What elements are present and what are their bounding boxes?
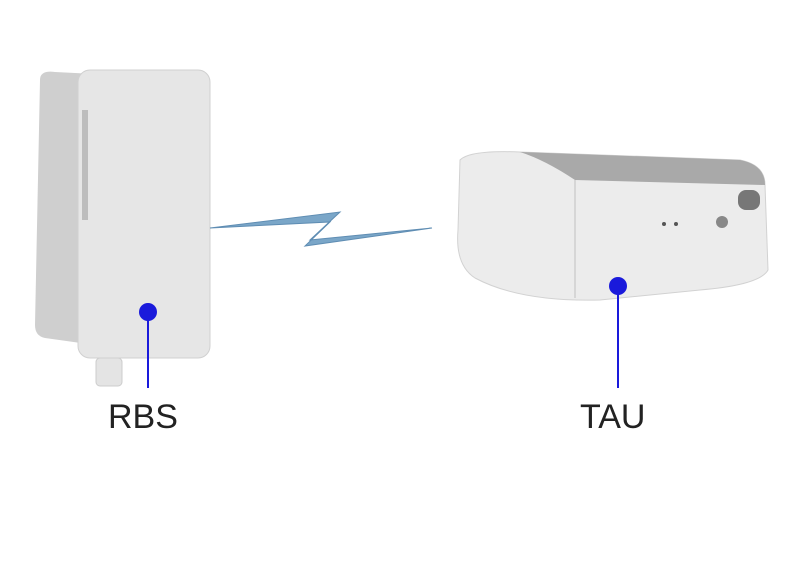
- rbs-device: [35, 69, 211, 387]
- tau-marker: [609, 277, 627, 388]
- wireless-link-icon: [209, 211, 433, 247]
- rbs-label: RBS: [108, 398, 178, 436]
- tau-label: TAU: [580, 398, 646, 436]
- tau-device: [457, 151, 769, 301]
- rbs-marker: [139, 303, 157, 388]
